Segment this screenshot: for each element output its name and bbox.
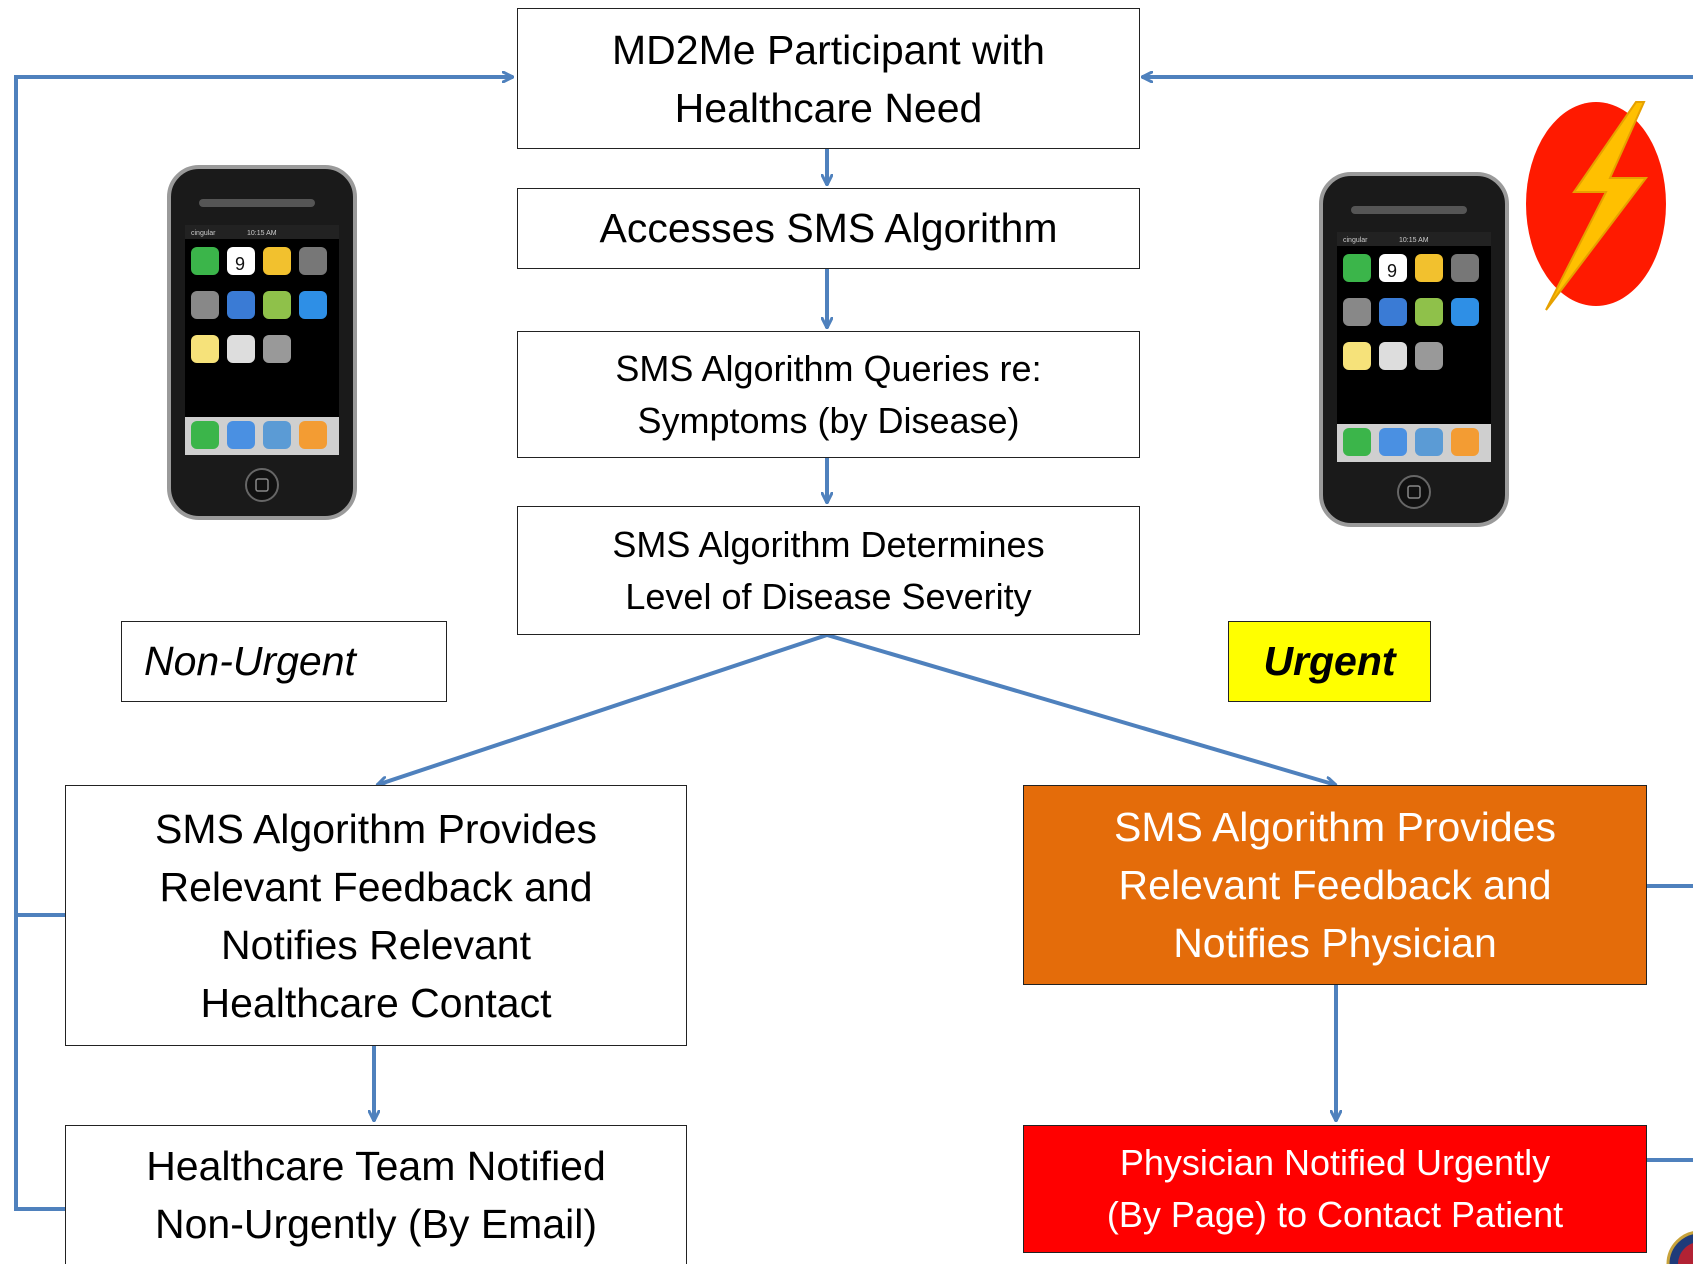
nonurgent-feedback-box: SMS Algorithm Provides Relevant Feedback… (65, 785, 687, 1046)
nonurgent-feedback-line-2: Relevant Feedback and (159, 863, 593, 910)
smartphone-icon-left: cingular 10:15 AM 9 (167, 165, 357, 520)
urgent-feedback-line-3: Notifies Physician (1173, 920, 1497, 966)
team-notified-line-1: Healthcare Team Notified (146, 1143, 606, 1189)
determines-line-2: Level of Disease Severity (625, 575, 1032, 617)
arrow-to-nonurgent (377, 633, 828, 785)
right-phone-time: 10:15 AM (1399, 237, 1429, 244)
nonurgent-feedback-line-4: Healthcare Contact (200, 979, 552, 1026)
physician-notified-line-2: (By Page) to Contact Patient (1106, 1194, 1564, 1235)
left-phone-calendar-day: 9 (235, 254, 245, 274)
determines-line-1: SMS Algorithm Determines (612, 523, 1045, 565)
urgent-feedback-line-1: SMS Algorithm Provides (1113, 804, 1557, 850)
urgent-feedback-box: SMS Algorithm Provides Relevant Feedback… (1023, 785, 1647, 985)
nonurgent-feedback-line-1: SMS Algorithm Provides (154, 805, 598, 852)
determines-severity-box: SMS Algorithm Determines Level of Diseas… (517, 506, 1140, 635)
lightning-bolt-icon (1526, 101, 1666, 311)
physician-notified-box: Physician Notified Urgently (By Page) to… (1023, 1125, 1647, 1253)
queries-line-1: SMS Algorithm Queries re: (615, 347, 1042, 389)
right-phone-calendar-day: 9 (1387, 261, 1397, 281)
access-algorithm-label: Accesses SMS Algorithm (599, 205, 1058, 251)
physician-notified-line-1: Physician Notified Urgently (1119, 1142, 1551, 1183)
arrow-to-urgent (826, 633, 1336, 785)
urgent-feedback-line-2: Relevant Feedback and (1118, 862, 1552, 908)
queries-box: SMS Algorithm Queries re: Symptoms (by D… (517, 331, 1140, 458)
left-phone-time: 10:15 AM (247, 230, 277, 237)
participant-box: MD2Me Participant with Healthcare Need (517, 8, 1140, 149)
urgent-label: Urgent (1228, 621, 1431, 702)
smartphone-icon-right: cingular 10:15 AM 9 (1319, 172, 1509, 527)
right-phone-carrier: cingular (1343, 237, 1368, 244)
team-notified-line-2: Non-Urgently (By Email) (155, 1201, 597, 1247)
non-urgent-label: Non-Urgent (121, 621, 447, 702)
urgent-text: Urgent (1263, 638, 1396, 684)
access-algorithm-box: Accesses SMS Algorithm (517, 188, 1140, 269)
seal-icon (1666, 1231, 1693, 1264)
participant-line-1: MD2Me Participant with (612, 26, 1045, 73)
team-notified-box: Healthcare Team Notified Non-Urgently (B… (65, 1125, 687, 1264)
queries-line-2: Symptoms (by Disease) (637, 399, 1020, 441)
loop-left-feedback (14, 77, 513, 1211)
non-urgent-text: Non-Urgent (144, 638, 356, 684)
left-phone-carrier: cingular (191, 230, 216, 237)
participant-line-2: Healthcare Need (674, 84, 983, 131)
nonurgent-feedback-line-3: Notifies Relevant (221, 921, 531, 968)
